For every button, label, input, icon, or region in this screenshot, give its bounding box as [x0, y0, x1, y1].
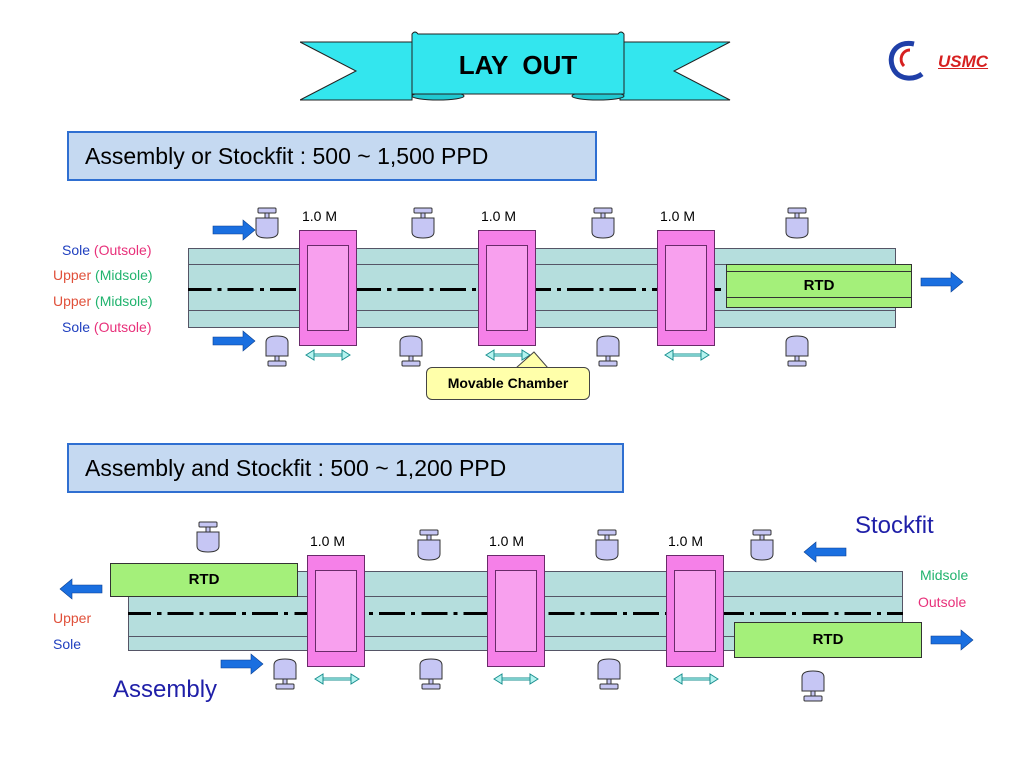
rtd-unit-right: RTD: [734, 622, 922, 658]
input-arrow-icon: [212, 219, 256, 241]
meter-label: 1.0 M: [489, 533, 525, 549]
center-dash-line: [188, 288, 728, 291]
stockfit-label: Stockfit: [855, 512, 934, 539]
left-label-1: Sole (Outsole): [62, 242, 152, 258]
chamber: [657, 230, 715, 346]
operator-stool-icon: [597, 658, 621, 690]
operator-stool-icon: [591, 207, 615, 239]
operator-stool-icon: [596, 335, 620, 367]
conveyor-divider: [188, 264, 896, 265]
output-arrow-right-icon: [930, 629, 974, 651]
section2-heading: Assembly and Stockfit : 500 ~ 1,200 PPD: [67, 443, 624, 493]
chamber: [299, 230, 357, 346]
stockfit-input-arrow-icon: [803, 541, 847, 563]
output-arrow-icon: [920, 271, 964, 293]
movable-double-arrow-icon: [492, 672, 540, 686]
operator-stool-icon: [785, 335, 809, 367]
page-title: LAY OUT: [458, 50, 578, 80]
logo-text: USMC: [938, 52, 989, 71]
operator-stool-icon: [255, 207, 279, 239]
operator-stool-icon: [785, 207, 809, 239]
operator-stool-icon: [595, 529, 619, 561]
operator-stool-icon: [265, 335, 289, 367]
title-banner: [300, 31, 731, 101]
operator-stool-icon: [273, 658, 297, 690]
rtd-label: RTD: [803, 277, 835, 294]
meter-label: 1.0 M: [660, 208, 696, 224]
movable-double-arrow-icon: [304, 348, 352, 362]
output-arrow-left-icon: [59, 578, 103, 600]
movable-double-arrow-icon: [672, 672, 720, 686]
operator-stool-icon: [411, 207, 435, 239]
operator-stool-icon: [417, 529, 441, 561]
sole-label: Sole: [53, 636, 82, 652]
operator-stool-icon: [196, 521, 220, 553]
meter-label: 1.0 M: [481, 208, 517, 224]
movable-chamber-callout: Movable Chamber: [426, 367, 590, 400]
movable-double-arrow-icon: [313, 672, 361, 686]
section1-heading: Assembly or Stockfit : 500 ~ 1,500 PPD: [67, 131, 597, 181]
left-label-2: Upper (Midsole): [53, 267, 153, 283]
rtd-label: RTD: [188, 571, 220, 588]
assembly-input-arrow-icon: [220, 653, 264, 675]
midsole-label: Midsole: [920, 567, 969, 583]
input-arrow-icon: [212, 330, 256, 352]
meter-label: 1.0 M: [668, 533, 704, 549]
operator-stool-icon: [750, 529, 774, 561]
meter-label: 1.0 M: [310, 533, 346, 549]
movable-double-arrow-icon: [484, 348, 532, 362]
rtd-unit: RTD: [726, 264, 912, 308]
operator-stool-icon: [399, 335, 423, 367]
left-label-3: Upper (Midsole): [53, 293, 153, 309]
section2-graphics: [59, 521, 974, 702]
chamber: [666, 555, 724, 667]
assembly-label: Assembly: [113, 676, 218, 703]
conveyor-divider: [188, 310, 896, 311]
chamber: [487, 555, 545, 667]
meter-label: 1.0 M: [302, 208, 338, 224]
left-label-4: Sole (Outsole): [62, 319, 152, 335]
upper-label: Upper: [53, 610, 92, 626]
chamber: [307, 555, 365, 667]
chamber: [478, 230, 536, 346]
operator-stool-icon: [419, 658, 443, 690]
rtd-unit-left: RTD: [110, 563, 298, 597]
rtd-label: RTD: [812, 631, 844, 648]
movable-double-arrow-icon: [663, 348, 711, 362]
operator-stool-icon: [801, 670, 825, 702]
usmc-logo-icon: [888, 40, 924, 81]
outsole-label: Outsole: [918, 594, 967, 610]
